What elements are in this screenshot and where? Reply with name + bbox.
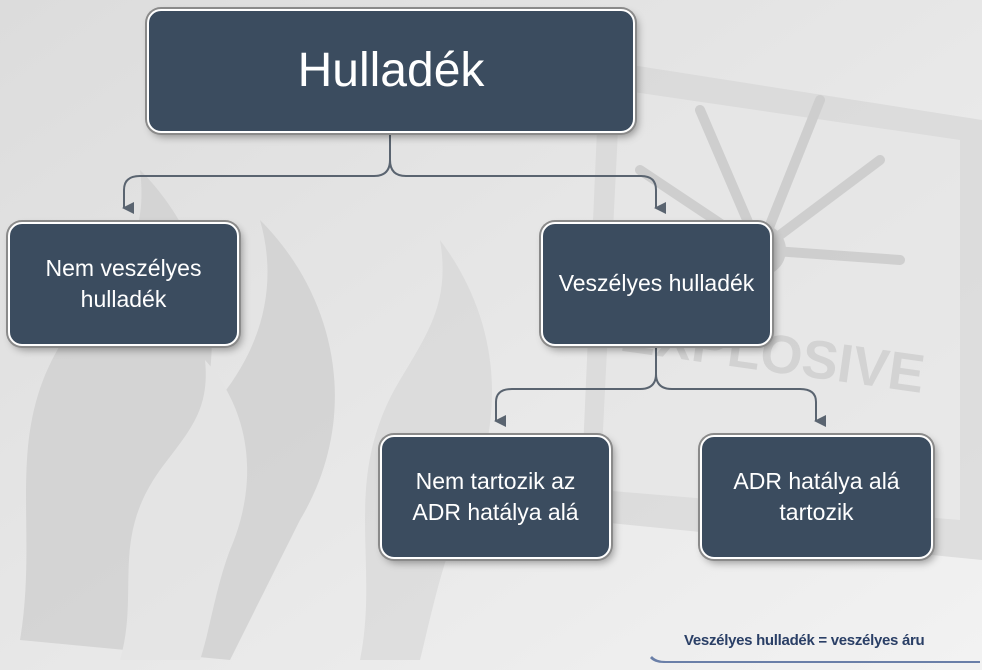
node-under-adr-label: ADR hatálya alá tartozik [733,467,900,525]
node-under-adr: ADR hatálya alá tartozik [700,435,933,559]
footer-text: Veszélyes hulladék = veszélyes áru [684,632,925,649]
node-hulladek: Hulladék [147,9,635,133]
node-not-under-adr: Nem tartozik az ADR hatálya alá [380,435,611,559]
node-non-hazardous-waste: Nem veszélyes hulladék [8,222,239,346]
node-not-under-adr-label: Nem tartozik az ADR hatálya alá [412,467,579,525]
footer: Veszélyes hulladék = veszélyes áru [650,622,980,666]
node-non-hazardous-waste-label: Nem veszélyes hulladék [45,254,202,312]
node-hazardous-waste: Veszélyes hulladék [541,222,772,346]
node-hazardous-waste-label: Veszélyes hulladék [558,270,755,297]
footer-underline [650,656,980,663]
node-hulladek-label: Hulladék [297,43,485,97]
